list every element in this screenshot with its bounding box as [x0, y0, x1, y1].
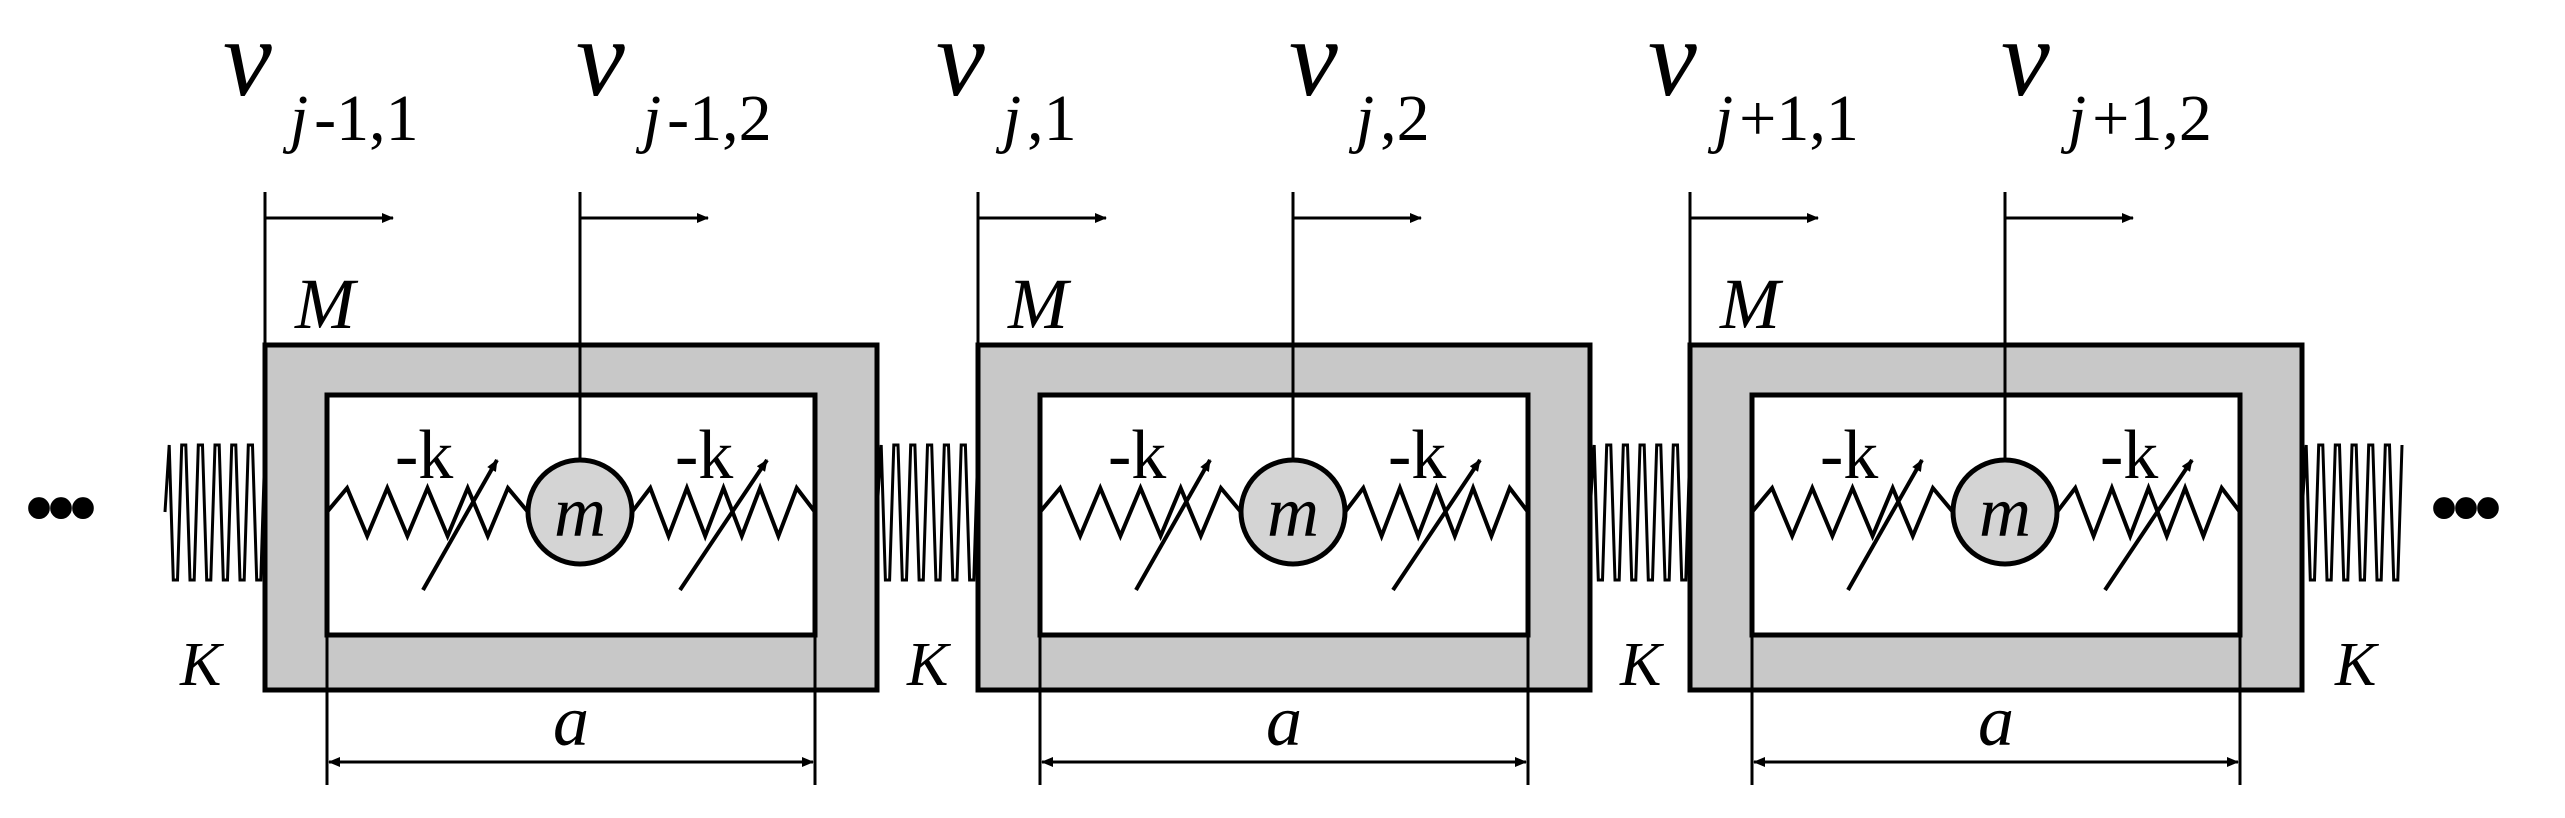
ellipsis-right: •••	[2430, 465, 2499, 553]
spring-label-right: -k	[1388, 417, 1446, 494]
inner-spring-right	[630, 482, 817, 542]
inner-spring-right	[2055, 482, 2242, 542]
coupling-spring-label: K	[1619, 631, 1665, 699]
coupling-spring-label: K	[2334, 631, 2380, 699]
tunable-arrow-left	[421, 459, 499, 591]
inner-spring-left	[325, 482, 530, 542]
tunable-arrow-left	[1846, 459, 1924, 591]
inner-spring-left	[1750, 482, 1955, 542]
coupling-spring-label: K	[179, 631, 225, 699]
inner-spring-left	[1038, 482, 1243, 542]
spring-label-left: -k	[1820, 417, 1878, 494]
coupling-spring-3: K	[1588, 443, 1692, 699]
inner-spring-right	[1343, 482, 1530, 542]
spring-label-left: -k	[1108, 417, 1166, 494]
coupling-spring-coil	[1588, 443, 1692, 582]
inner-mass-label: m	[1267, 472, 1319, 552]
tunable-arrow-right	[2103, 458, 2194, 592]
outer-mass-label: M	[1719, 264, 1784, 344]
coupling-spring-2: K	[875, 443, 980, 699]
spring-label-left: -k	[395, 417, 453, 494]
coupling-spring-coil	[875, 443, 980, 582]
length-label: a	[1978, 681, 2014, 761]
length-label: a	[1266, 681, 1302, 761]
coupling-spring-coil	[2300, 443, 2404, 582]
tunable-arrow-right	[1391, 458, 1482, 592]
spring-label-right: -k	[675, 417, 733, 494]
tunable-arrow-left	[1134, 459, 1212, 591]
tunable-arrow-right	[678, 458, 769, 592]
ellipsis-left: •••	[25, 465, 94, 553]
coupling-spring-4: K	[2300, 443, 2404, 699]
length-label: a	[553, 681, 589, 761]
coupling-spring-label: K	[906, 631, 952, 699]
outer-mass-label: M	[294, 264, 359, 344]
outer-mass-label: M	[1007, 264, 1072, 344]
coupling-spring-coil	[163, 443, 267, 582]
inner-mass-label: m	[554, 472, 606, 552]
inner-mass-label: m	[1979, 472, 2031, 552]
coupling-spring-1: K	[163, 443, 267, 699]
spring-label-right: -k	[2100, 417, 2158, 494]
